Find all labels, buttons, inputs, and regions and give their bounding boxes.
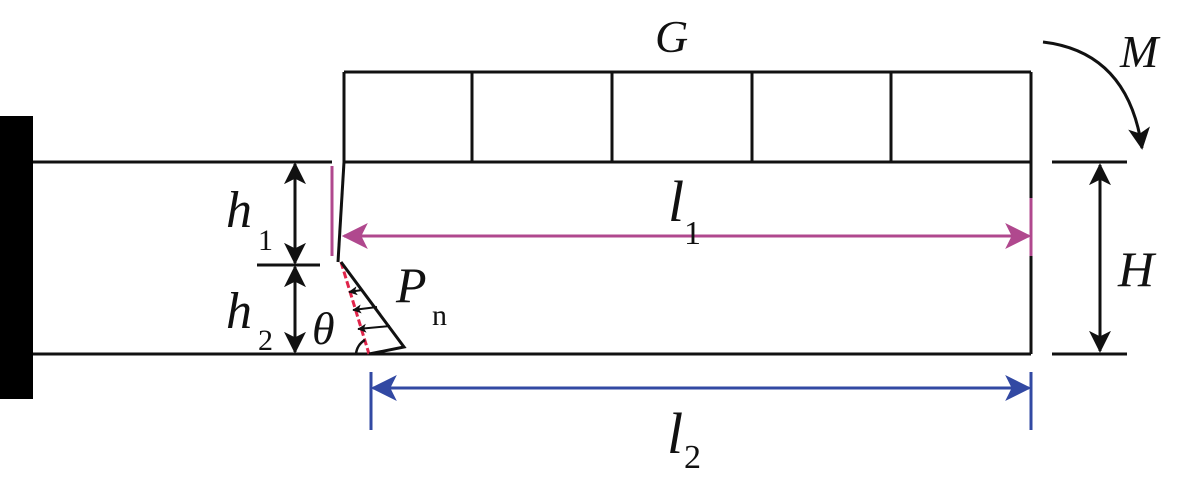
overburden-blocks <box>342 70 1033 162</box>
inclined-face <box>339 261 371 355</box>
label-h2-subscript: 2 <box>258 324 273 357</box>
H-dimension <box>1052 160 1127 356</box>
label-G: G <box>655 11 688 62</box>
h-dimension <box>257 162 320 354</box>
label-l2-subscript: 2 <box>684 439 701 476</box>
label-Pn: P <box>395 257 427 313</box>
label-l2: l <box>667 401 683 466</box>
l1-dimension <box>341 198 1033 256</box>
theta-angle-arc <box>354 338 366 355</box>
label-theta: θ <box>312 303 335 354</box>
label-h1-subscript: 1 <box>258 224 273 257</box>
pressure-distribution <box>339 261 407 356</box>
label-Pn-subscript: n <box>432 299 447 332</box>
label-l1-subscript: 1 <box>684 215 701 252</box>
l2-dimension <box>369 372 1033 430</box>
label-h2: h <box>226 283 252 340</box>
label-M: M <box>1119 26 1161 77</box>
moment-arrow <box>1042 40 1150 150</box>
crack-line <box>336 161 346 263</box>
label-h1: h <box>226 182 252 239</box>
fixed-wall-support <box>0 116 33 399</box>
label-l1: l <box>668 169 684 234</box>
label-H: H <box>1117 241 1157 297</box>
